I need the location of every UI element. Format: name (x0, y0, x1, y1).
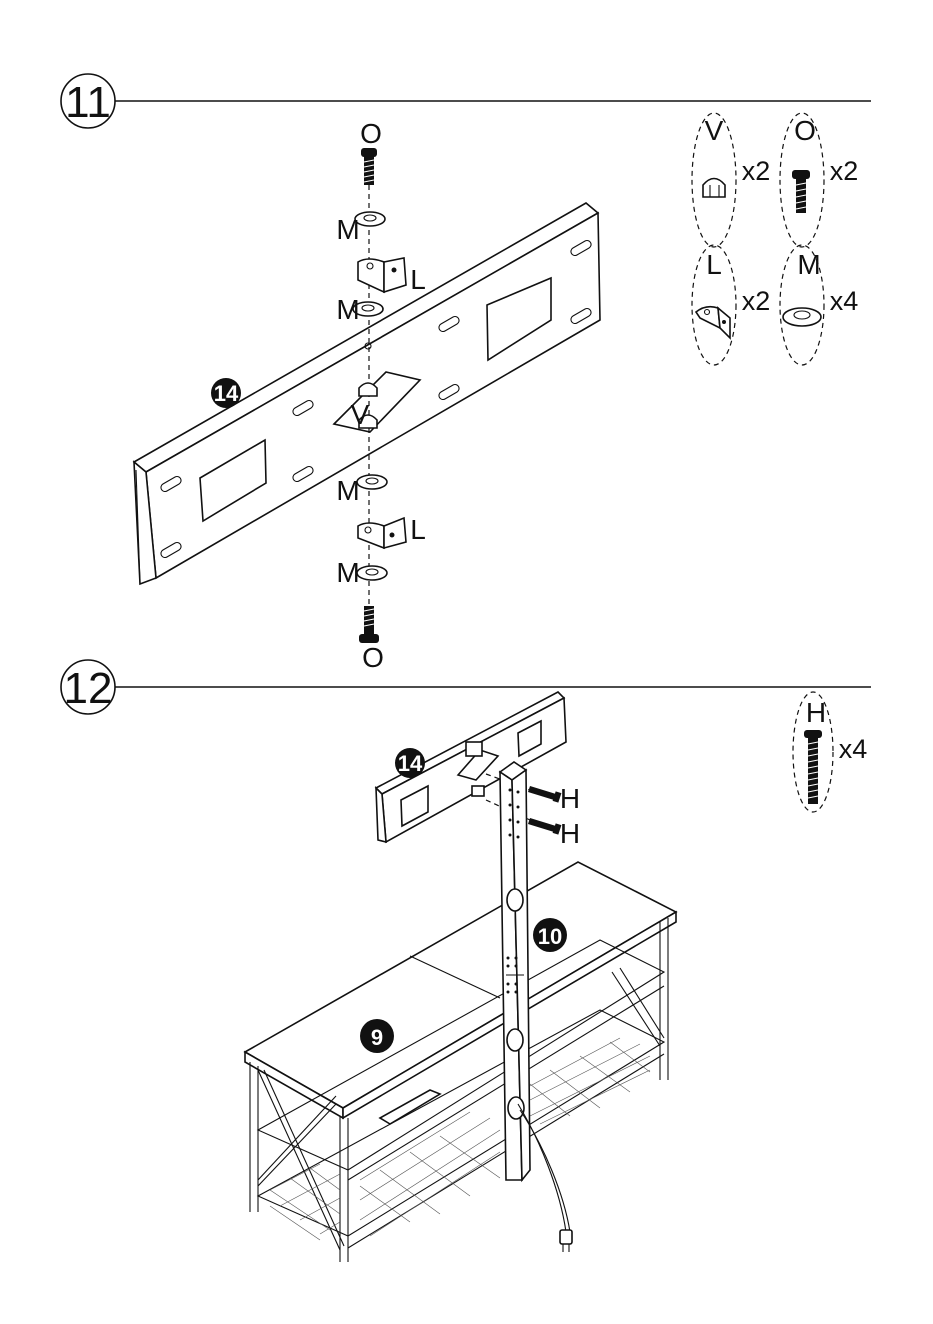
svg-text:9: 9 (371, 1025, 383, 1050)
parts-list-step11: V x2 O x2 (692, 113, 858, 365)
washer-3-icon (357, 475, 387, 489)
svg-text:x4: x4 (830, 286, 859, 316)
callout-bracket-bottom: L (410, 514, 426, 545)
svg-text:10: 10 (538, 924, 562, 949)
part-o-item: O x2 (780, 113, 858, 247)
callout-washer-1: M (336, 214, 359, 245)
badge-14-step11: 14 (211, 378, 241, 408)
callout-washer-3: M (336, 475, 359, 506)
svg-text:x2: x2 (742, 286, 771, 316)
screw-h-1-icon (528, 786, 561, 803)
screw-h-2-icon (528, 818, 561, 835)
part-v-item: V x2 (692, 113, 770, 247)
bolt-bottom-icon (359, 606, 379, 643)
step-11-header: 11 (61, 74, 871, 128)
svg-text:O: O (794, 115, 816, 146)
svg-text:14: 14 (214, 381, 239, 406)
bracket-bottom-icon (358, 518, 406, 548)
svg-text:L: L (706, 249, 722, 280)
part-l-item: L x2 (692, 245, 770, 365)
parts-list-step12: H x4 (793, 692, 867, 812)
washer-4-icon (357, 566, 387, 580)
callout-nut: V (351, 399, 370, 430)
svg-text:14: 14 (398, 751, 423, 776)
part-h-item: H x4 (793, 692, 867, 812)
callout-bolt-top: O (360, 118, 382, 149)
svg-text:x4: x4 (839, 734, 868, 764)
badge-14-step12: 14 (395, 748, 425, 778)
svg-text:x2: x2 (830, 156, 859, 186)
svg-text:x2: x2 (742, 156, 771, 186)
bracket-icon (696, 307, 730, 338)
tv-stand-9 (245, 862, 676, 1262)
svg-text:V: V (705, 115, 724, 146)
badge-9: 9 (360, 1019, 394, 1053)
bolt-top-icon (361, 148, 377, 185)
svg-text:H: H (806, 697, 826, 728)
bolt-icon (792, 170, 810, 213)
badge-10: 10 (533, 918, 567, 952)
step-12-header: 12 (61, 660, 871, 714)
bracket-top-icon (358, 258, 406, 292)
callout-bolt-bottom: O (362, 642, 384, 673)
callout-bracket-top: L (410, 264, 426, 295)
callout-washer-2: M (336, 294, 359, 325)
washer-icon (783, 308, 821, 326)
part-m-item: M x4 (780, 245, 858, 365)
step-11-number: 11 (65, 78, 111, 127)
callout-washer-4: M (336, 557, 359, 588)
nut-icon (703, 179, 725, 198)
svg-text:M: M (797, 249, 820, 280)
callout-screw-2: H (560, 818, 580, 849)
step-12-number: 12 (64, 664, 113, 713)
callout-screw-1: H (560, 783, 580, 814)
plug-icon (560, 1230, 572, 1244)
screw-icon (804, 730, 822, 804)
